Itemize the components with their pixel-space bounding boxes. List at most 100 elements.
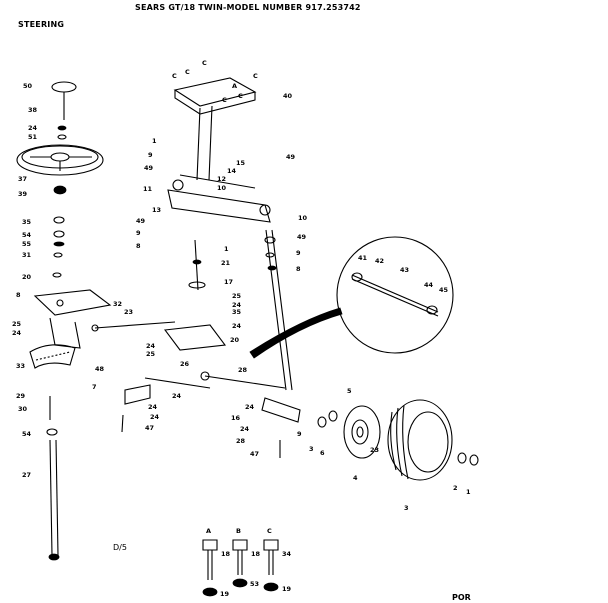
steering-shaft [48, 439, 60, 561]
nuts [202, 578, 279, 597]
bolt-ref-a: 18 [221, 550, 231, 558]
callout: 24 [150, 413, 160, 421]
callout: 37 [18, 175, 27, 183]
callout: 23 [370, 446, 379, 454]
callout: 26 [180, 360, 190, 368]
callout: 17 [224, 278, 233, 286]
callout: 24 [172, 392, 182, 400]
callout: 24 [146, 342, 156, 350]
wheel-rim [343, 405, 381, 459]
column-support [173, 77, 257, 181]
column-letter: C [238, 92, 243, 100]
callout: 24 [240, 425, 250, 433]
column-letter: C [222, 96, 227, 104]
steering-gear [29, 344, 76, 369]
bolt-letter-a: A [206, 527, 211, 535]
spindle-lower-right [261, 397, 301, 458]
diagram-code: D/5 [113, 543, 127, 552]
washer-stack [52, 125, 67, 278]
callout: 31 [22, 251, 32, 259]
bolt-b [232, 539, 248, 575]
page-ref: POR [452, 593, 471, 602]
callout: 8 [296, 265, 301, 273]
callout: 28 [238, 366, 248, 374]
callout: 15 [236, 159, 246, 167]
diagram-title: SEARS GT/18 TWIN-MODEL NUMBER 917.253742 [135, 3, 361, 12]
nut-ref-19b: 19 [282, 585, 292, 593]
column-letter: C [202, 59, 207, 67]
column-letter: C [185, 68, 190, 76]
inset-ref-42: 42 [375, 257, 384, 265]
callout: 24 [232, 301, 242, 309]
tie-rod [144, 371, 286, 389]
callout: 27 [22, 471, 31, 479]
callout: 48 [95, 365, 105, 373]
section-title: STEERING [18, 20, 65, 29]
steering-wheel [16, 144, 104, 176]
bolt-letter-c: C [267, 527, 272, 535]
callout: 24 [28, 124, 38, 132]
spindle-left [188, 239, 206, 291]
callout: 3 [309, 445, 314, 453]
steering-arm [163, 324, 227, 351]
callout: 11 [143, 185, 153, 193]
callout: 25 [232, 292, 242, 300]
callout: 32 [113, 300, 122, 308]
callout: 29 [16, 392, 26, 400]
callout: 13 [152, 206, 161, 214]
callout: 28 [236, 437, 246, 445]
callout: 49 [297, 233, 307, 241]
drag-link [91, 321, 176, 332]
callout: 10 [217, 184, 227, 192]
inset-ref-43: 43 [400, 266, 409, 274]
callout: 6 [320, 449, 325, 457]
callout: 24 [148, 403, 158, 411]
callout: 40 [283, 92, 293, 100]
callout: 9 [136, 229, 141, 237]
column-letter: A [232, 82, 237, 90]
callout: 39 [18, 190, 28, 198]
callout: 24 [12, 329, 22, 337]
callout-labels: 50 38 24 51 37 39 35 54 55 31 20 8 32 25… [12, 82, 471, 512]
bolt-ref-b: 18 [251, 550, 261, 558]
callout: 1 [152, 137, 157, 145]
callout: 12 [217, 175, 226, 183]
inset-leader [249, 307, 343, 359]
nut-ref-53: 53 [250, 580, 259, 588]
callout: 30 [18, 405, 28, 413]
bolt-ref-c: 34 [282, 550, 292, 558]
callout: 24 [245, 403, 255, 411]
callout: 21 [221, 259, 231, 267]
bolt-letter-b: B [236, 527, 241, 535]
callout: 1 [224, 245, 229, 253]
steering-cap [51, 81, 77, 120]
spindle-right [264, 229, 293, 391]
callout: 7 [92, 383, 97, 391]
callout: 54 [22, 231, 32, 239]
callout: 8 [16, 291, 21, 299]
inset-ref-45: 45 [439, 286, 449, 294]
spindle-lower-left [121, 384, 151, 433]
shaft-bolts [46, 396, 58, 436]
callout: 54 [22, 430, 32, 438]
callout: 20 [230, 336, 240, 344]
callout: 1 [466, 488, 471, 496]
callout: 38 [28, 106, 38, 114]
callout: 47 [250, 450, 259, 458]
nut-ref-19a: 19 [220, 590, 230, 598]
callout: 20 [22, 273, 32, 281]
axle-support [167, 174, 271, 223]
column-letter: C [253, 72, 258, 80]
callout: 4 [353, 474, 358, 482]
callout: 3 [404, 504, 409, 512]
hub-hardware [317, 410, 479, 466]
callout: 16 [231, 414, 241, 422]
inset-ref-41: 41 [358, 254, 368, 262]
bolt-a [202, 539, 218, 580]
bolt-c [263, 539, 279, 575]
callout: 33 [16, 362, 25, 370]
column-letter: C [172, 72, 177, 80]
callout: 25 [12, 320, 22, 328]
